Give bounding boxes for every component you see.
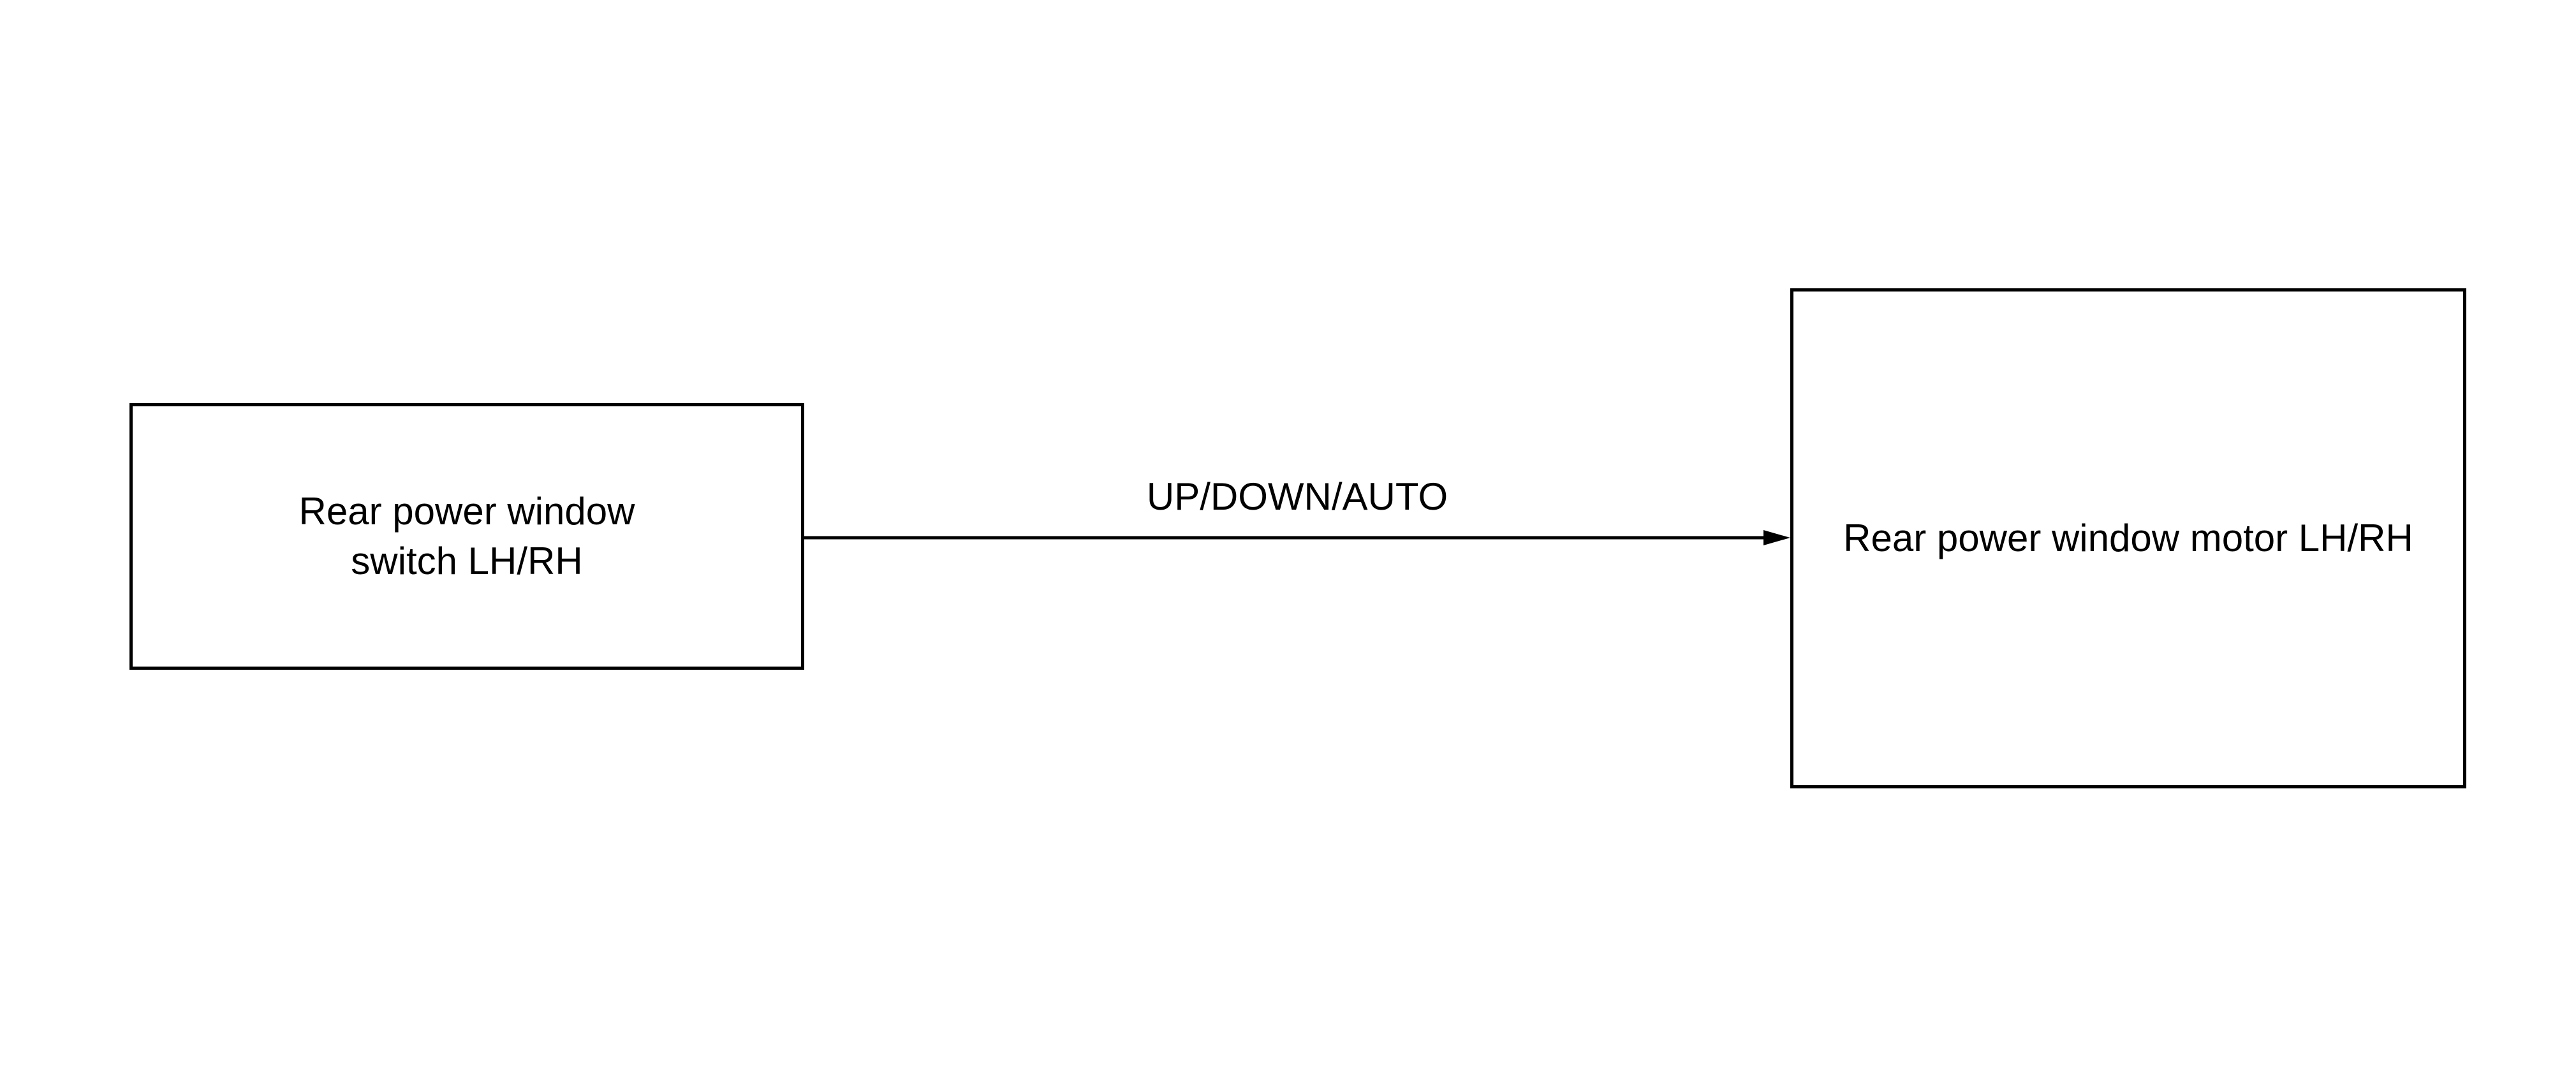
- rear-power-window-switch-block: Rear power window switch LH/RH: [129, 403, 804, 670]
- signal-label-up-down-auto: UP/DOWN/AUTO: [1146, 475, 1448, 518]
- rear-power-window-motor-block: Rear power window motor LH/RH: [1790, 288, 2466, 788]
- arrowhead-icon: [1763, 530, 1790, 545]
- rear-power-window-switch-label: Rear power window switch LH/RH: [298, 490, 635, 582]
- rear-power-window-motor-label: Rear power window motor LH/RH: [1843, 517, 2413, 559]
